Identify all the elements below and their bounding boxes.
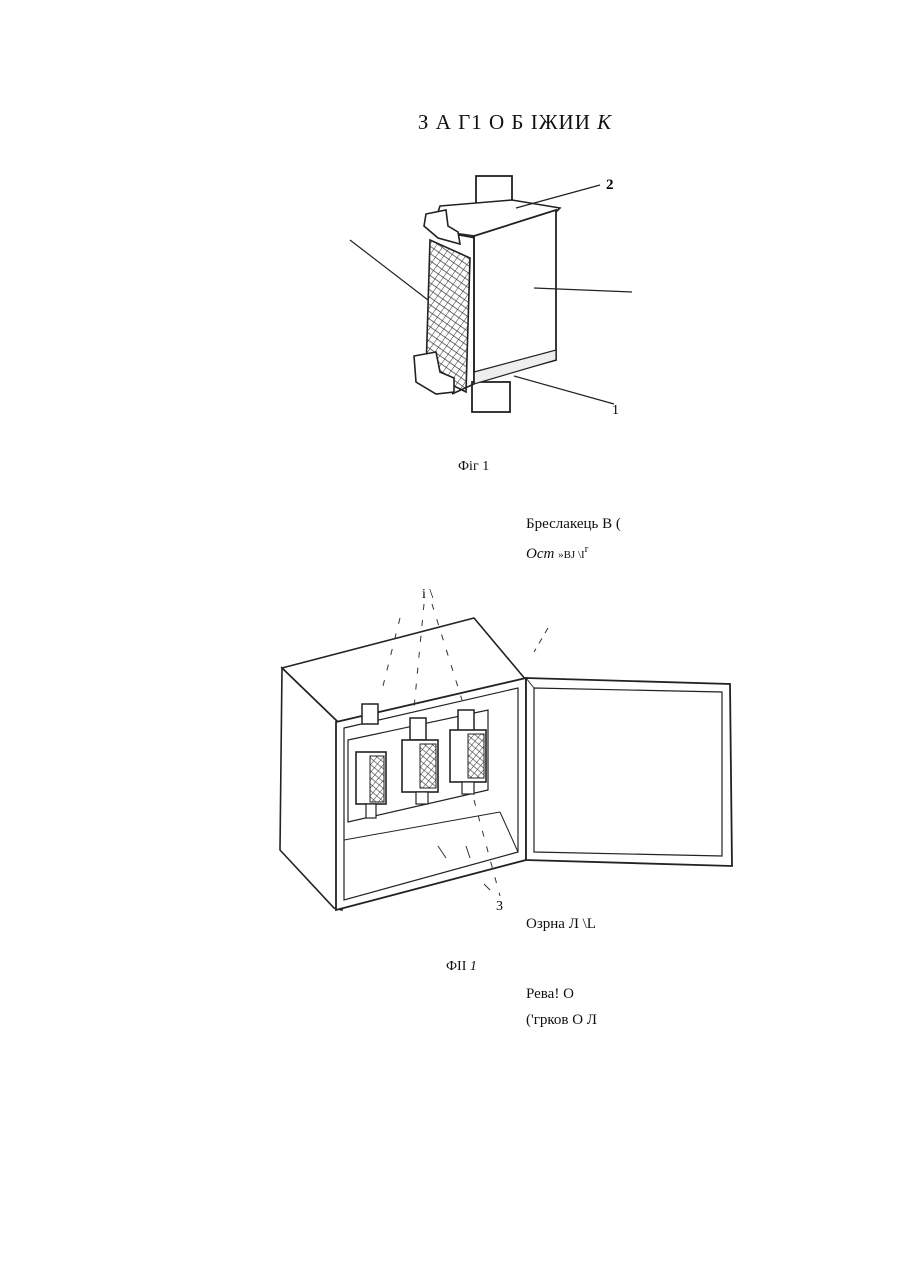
figure-2-drawing: i \ 3 bbox=[0, 0, 900, 950]
figure-2-caption-suffix: 1 bbox=[470, 959, 477, 974]
author-line-5: ('грков О Л bbox=[526, 1012, 597, 1029]
author-line-3: Озрна Л \L bbox=[526, 916, 596, 933]
author-line-4: Рева! О bbox=[526, 986, 574, 1003]
figure-2-caption-prefix: ФII bbox=[446, 959, 466, 974]
fig2-label-3: 3 bbox=[496, 899, 503, 914]
fig2-label-top: i \ bbox=[422, 587, 433, 602]
figure-2-caption: ФII 1 bbox=[446, 959, 477, 975]
